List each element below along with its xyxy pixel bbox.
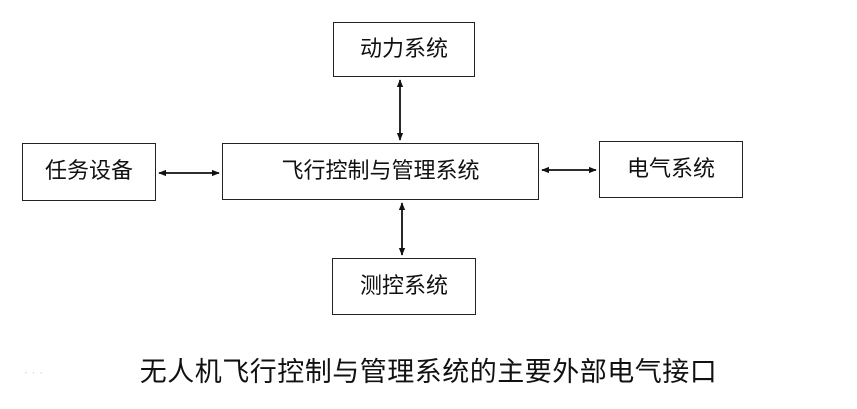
power-system-box: 动力系统 — [333, 22, 475, 77]
telemetry-control-system-box: 测控系统 — [332, 258, 476, 315]
electrical-system-box: 电气系统 — [599, 141, 743, 198]
mission-equipment-box: 任务设备 — [22, 143, 156, 201]
figure-caption: 无人机飞行控制与管理系统的主要外部电气接口 — [139, 357, 718, 388]
flight-control-management-box: 飞行控制与管理系统 — [222, 143, 539, 200]
power-system-label: 动力系统 — [359, 36, 448, 62]
telemetry-control-system-label: 测控系统 — [359, 273, 448, 299]
flight-control-management-label: 飞行控制与管理系统 — [281, 158, 480, 184]
electrical-system-label: 电气系统 — [626, 156, 715, 182]
faint-scan-mark: · · · — [24, 366, 44, 380]
mission-equipment-label: 任务设备 — [44, 159, 133, 184]
